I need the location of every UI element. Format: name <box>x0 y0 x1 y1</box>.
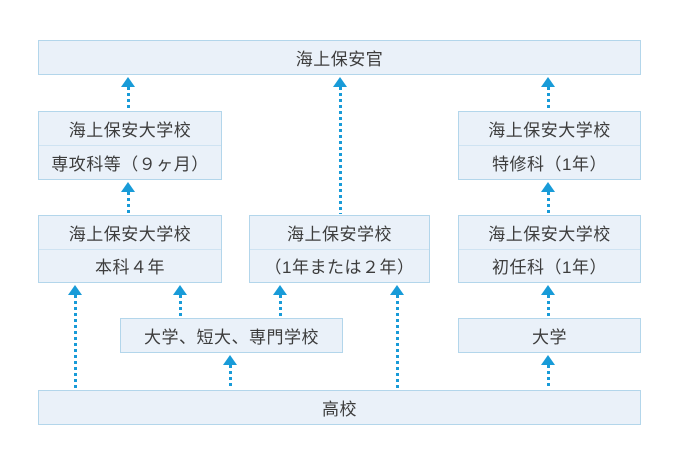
node-sublabel: （1年または２年） <box>250 248 429 283</box>
node-coast-guard-school: 海上保安学校 （1年または２年） <box>249 215 430 283</box>
node-sublabel: 初任科（1年） <box>459 248 640 283</box>
node-coast-guard-officer: 海上保安官 <box>38 40 641 75</box>
arrow-tail <box>228 365 232 389</box>
node-label: 大学 <box>532 328 567 347</box>
arrow-gakko-to-officer <box>333 77 347 214</box>
arrow-tail <box>546 87 550 110</box>
arrow-up-icon <box>121 182 135 192</box>
arrow-up-icon <box>390 285 404 295</box>
node-sublabel: 本科４年 <box>39 248 221 283</box>
node-university: 大学 <box>458 318 641 353</box>
arrow-senkoka-to-officer <box>121 77 135 110</box>
node-label: 海上保安大学校 <box>68 121 192 140</box>
node-academy-senkoka: 海上保安大学校 専攻科等（９ヶ月） <box>38 111 222 180</box>
arrow-tail <box>126 192 130 214</box>
node-label: 海上保安官 <box>295 50 384 69</box>
arrow-up-icon <box>173 285 187 295</box>
node-academy-shoninka: 海上保安大学校 初任科（1年） <box>458 215 641 283</box>
arrow-up-icon <box>541 355 555 365</box>
arrow-up-icon <box>223 355 237 365</box>
arrow-up-icon <box>541 77 555 87</box>
arrow-up-icon <box>333 77 347 87</box>
arrow-up-icon <box>273 285 287 295</box>
arrow-koko-to-daigaku <box>541 355 555 389</box>
arrow-dtandai-to-honka <box>173 285 187 317</box>
arrow-up-icon <box>68 285 82 295</box>
arrow-tail <box>126 87 130 110</box>
arrow-up-icon <box>541 182 555 192</box>
node-sublabel: 専攻科等（９ヶ月） <box>39 145 221 179</box>
node-academy-honka: 海上保安大学校 本科４年 <box>38 215 222 283</box>
node-label: 海上保安大学校 <box>68 224 192 244</box>
arrow-dtandai-to-gakko <box>273 285 287 317</box>
node-university-college: 大学、短大、専門学校 <box>120 318 343 353</box>
arrow-tail <box>338 87 342 214</box>
arrow-tail <box>178 295 182 317</box>
arrow-tail <box>395 295 399 389</box>
arrow-daigaku-to-shoninka <box>541 285 555 317</box>
arrow-shoninka-to-tokushuka <box>541 182 555 214</box>
arrow-koko-to-honka <box>68 285 82 389</box>
node-high-school: 高校 <box>38 390 641 425</box>
arrow-up-icon <box>541 285 555 295</box>
arrow-tokushuka-to-officer <box>541 77 555 110</box>
arrow-tail <box>278 295 282 317</box>
node-label: 海上保安学校 <box>287 224 392 244</box>
arrow-koko-to-dtandai <box>223 355 237 389</box>
node-sublabel: 特修科（1年） <box>459 145 640 179</box>
node-label: 大学、短大、専門学校 <box>144 328 319 347</box>
node-label: 海上保安大学校 <box>488 224 611 244</box>
arrow-tail <box>546 192 550 214</box>
arrow-tail <box>73 295 77 389</box>
node-label: 海上保安大学校 <box>488 121 611 140</box>
node-academy-tokushuka: 海上保安大学校 特修科（1年） <box>458 111 641 180</box>
node-label: 高校 <box>322 400 357 419</box>
arrow-honka-to-senkoka <box>121 182 135 214</box>
arrow-koko-to-gakko <box>390 285 404 389</box>
arrow-up-icon <box>121 77 135 87</box>
arrow-tail <box>546 295 550 317</box>
arrow-tail <box>546 365 550 389</box>
